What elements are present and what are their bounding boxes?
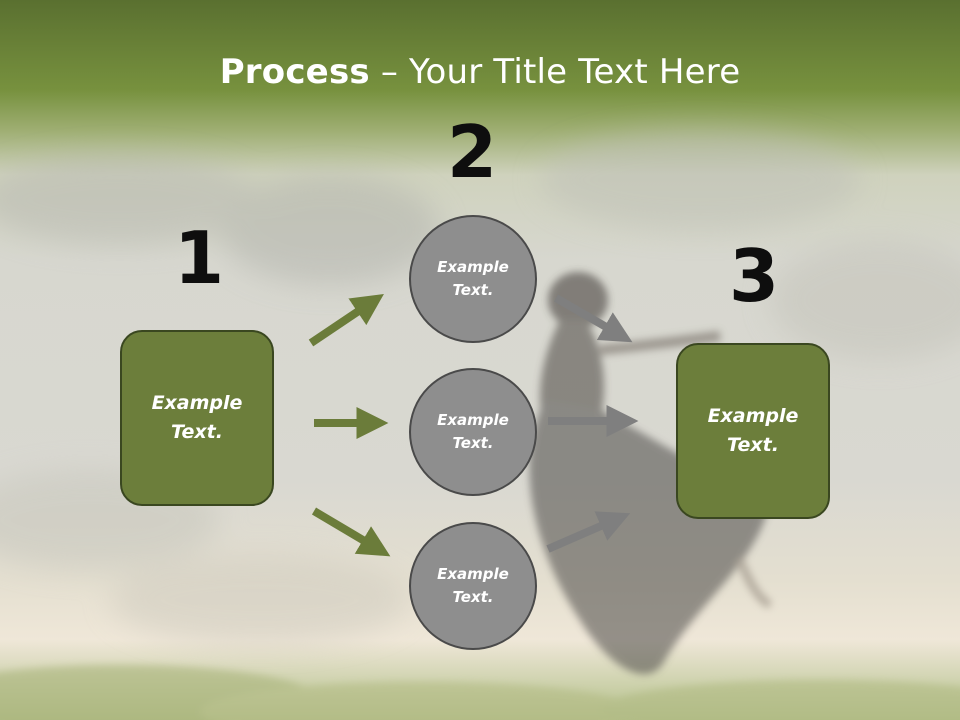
circle-3-line-1: Example xyxy=(437,565,509,583)
circle-1-line-1: Example xyxy=(437,258,509,276)
step-number-2: 2 xyxy=(446,110,498,194)
arrow-up-right-gray xyxy=(546,511,631,553)
circle-2-line-2: Text. xyxy=(452,434,494,452)
circle-2-line-1: Example xyxy=(437,411,509,429)
circle-3-line-2: Text. xyxy=(452,588,494,606)
step-2-circle-middle: Example Text. xyxy=(409,368,537,496)
step-1-box: Example Text. xyxy=(120,330,274,506)
step-number-1: 1 xyxy=(173,216,225,300)
arrow-down-right-gray xyxy=(553,294,633,343)
arrow-down-right-green xyxy=(311,507,391,557)
step-3-line-1: Example xyxy=(707,405,799,427)
arrow-up-right-green xyxy=(308,293,384,347)
circle-1-line-2: Text. xyxy=(452,281,494,299)
step-2-circle-bottom: Example Text. xyxy=(409,522,537,650)
title-bold: Process xyxy=(219,52,370,92)
step-1-line-1: Example xyxy=(151,392,243,414)
step-1-line-2: Text. xyxy=(171,421,223,443)
title-rest: – Your Title Text Here xyxy=(369,52,741,92)
step-2-circle-top: Example Text. xyxy=(409,215,537,343)
slide-title: Process – Your Title Text Here xyxy=(0,52,960,92)
step-number-3: 3 xyxy=(728,234,780,318)
step-3-box: Example Text. xyxy=(676,343,830,519)
step-3-line-2: Text. xyxy=(727,434,779,456)
